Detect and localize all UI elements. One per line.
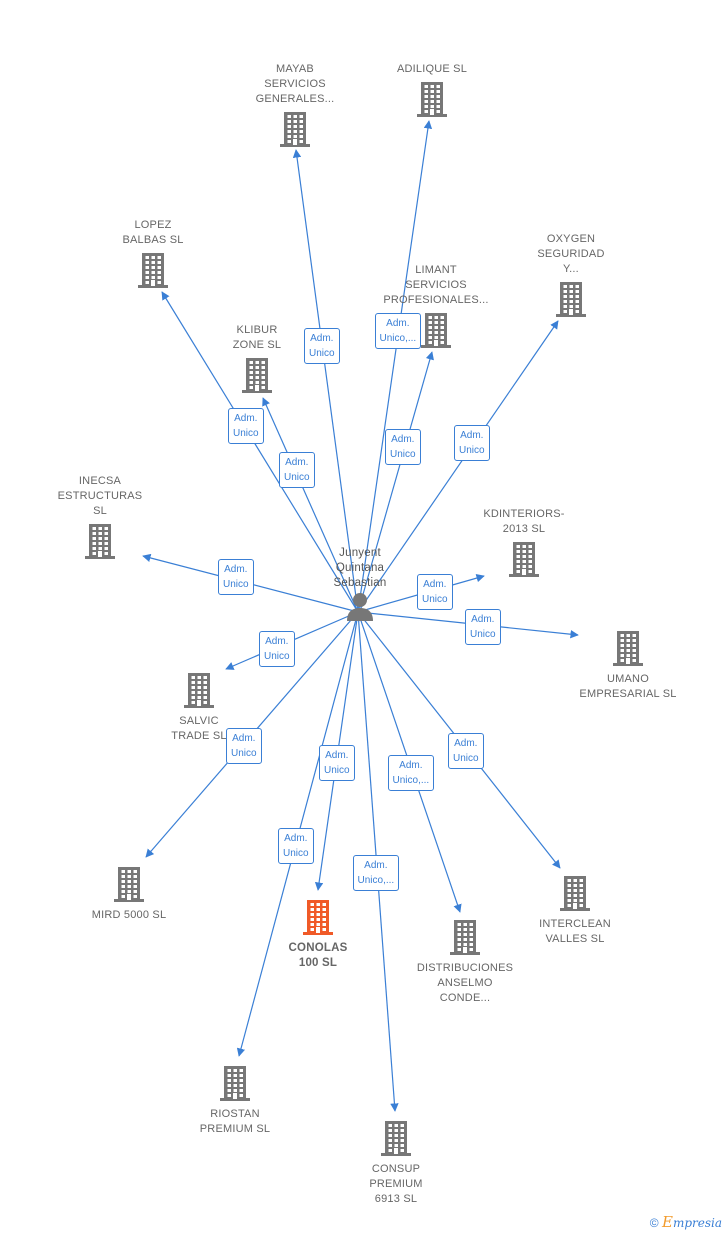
- edge-label-umano[interactable]: Adm. Unico: [465, 609, 501, 645]
- building-icon: [303, 900, 333, 935]
- company-label: INTERCLEAN VALLES SL: [539, 918, 611, 945]
- edge-label-oxygen[interactable]: Adm. Unico: [454, 425, 490, 461]
- edge-oxygen: [357, 320, 559, 613]
- building-icon: [556, 282, 586, 317]
- building-icon: [509, 542, 539, 577]
- edge-label-conolas[interactable]: Adm. Unico: [319, 745, 355, 781]
- company-label: ADILIQUE SL: [396, 63, 468, 75]
- company-node-mird[interactable]: MIRD 5000 SL: [54, 866, 204, 923]
- company-label: MAYAB SERVICIOS GENERALES...: [255, 63, 335, 105]
- company-node-umano[interactable]: UMANO EMPRESARIAL SL: [553, 630, 703, 702]
- edge-mayab: [292, 149, 359, 613]
- company-label: OXYGEN SEGURIDAD Y...: [537, 233, 605, 275]
- edge-lopez: [161, 291, 359, 613]
- company-node-salvic[interactable]: SALVIC TRADE SL: [124, 672, 274, 744]
- company-label: DISTRIBUCIONES ANSELMO CONDE...: [416, 962, 514, 1004]
- building-icon: [138, 253, 168, 288]
- company-node-oxygen[interactable]: OXYGEN SEGURIDAD Y...: [496, 232, 646, 317]
- building-icon: [421, 313, 451, 348]
- company-label: MIRD 5000 SL: [91, 909, 167, 921]
- building-icon: [242, 358, 272, 393]
- person-name: Junyent Quintana Sebastian: [333, 547, 387, 589]
- brand-mark: © Empresia: [650, 1213, 722, 1231]
- edge-label-inecsa[interactable]: Adm. Unico: [218, 559, 254, 595]
- company-label: LIMANT SERVICIOS PROFESIONALES...: [383, 264, 489, 306]
- building-icon: [450, 920, 480, 955]
- edge-klibur: [262, 397, 359, 613]
- edge-limant: [357, 351, 434, 613]
- person-node[interactable]: Junyent Quintana Sebastian: [285, 546, 435, 623]
- company-node-riostan[interactable]: RIOSTAN PREMIUM SL: [160, 1065, 310, 1137]
- edge-label-riostan[interactable]: Adm. Unico: [278, 828, 314, 864]
- building-icon: [184, 673, 214, 708]
- building-icon: [114, 867, 144, 902]
- edge-label-kdinteriors[interactable]: Adm. Unico: [417, 574, 453, 610]
- building-icon: [381, 1121, 411, 1156]
- company-label: KDINTERIORS- 2013 SL: [483, 508, 565, 535]
- company-node-klibur[interactable]: KLIBUR ZONE SL: [182, 323, 332, 393]
- company-label: CONOLAS 100 SL: [288, 942, 348, 969]
- edge-label-klibur[interactable]: Adm. Unico: [279, 452, 315, 488]
- company-node-conolas[interactable]: CONOLAS 100 SL: [243, 899, 393, 971]
- building-icon: [560, 876, 590, 911]
- company-label: KLIBUR ZONE SL: [232, 324, 282, 351]
- building-icon: [613, 631, 643, 666]
- company-label: INECSA ESTRUCTURAS SL: [57, 475, 143, 517]
- edge-label-interclean[interactable]: Adm. Unico: [448, 733, 484, 769]
- company-node-kdinteriors[interactable]: KDINTERIORS- 2013 SL: [449, 507, 599, 577]
- edge-label-distribuciones[interactable]: Adm. Unico,...: [387, 755, 435, 791]
- building-icon: [220, 1066, 250, 1101]
- company-node-adilique[interactable]: ADILIQUE SL: [357, 62, 507, 117]
- edge-label-mayab[interactable]: Adm. Unico: [304, 328, 340, 364]
- company-node-interclean[interactable]: INTERCLEAN VALLES SL: [500, 875, 650, 947]
- company-node-mayab[interactable]: MAYAB SERVICIOS GENERALES...: [220, 62, 370, 147]
- edge-label-limant[interactable]: Adm. Unico: [385, 429, 421, 465]
- company-node-limant[interactable]: LIMANT SERVICIOS PROFESIONALES...: [361, 263, 511, 348]
- person-icon: [347, 593, 373, 621]
- company-node-distribuciones[interactable]: DISTRIBUCIONES ANSELMO CONDE...: [390, 919, 540, 1006]
- edge-label-mird[interactable]: Adm. Unico: [226, 728, 262, 764]
- building-icon: [85, 524, 115, 559]
- edge-adilique: [357, 120, 433, 613]
- brand-logo-text: mpresia: [672, 1216, 722, 1230]
- brand-logo-e: E: [661, 1213, 673, 1231]
- edge-label-lopez[interactable]: Adm. Unico: [228, 408, 264, 444]
- edge-label-salvic[interactable]: Adm. Unico: [259, 631, 295, 667]
- company-label: SALVIC TRADE SL: [171, 715, 227, 742]
- company-label: LOPEZ BALBAS SL: [122, 219, 184, 246]
- company-node-consup[interactable]: CONSUP PREMIUM 6913 SL: [321, 1120, 471, 1207]
- company-label: RIOSTAN PREMIUM SL: [199, 1108, 271, 1135]
- edge-label-adilique[interactable]: Adm. Unico,...: [374, 313, 422, 349]
- building-icon: [417, 82, 447, 117]
- company-label: UMANO EMPRESARIAL SL: [579, 673, 677, 700]
- company-node-lopez[interactable]: LOPEZ BALBAS SL: [78, 218, 228, 288]
- building-icon: [280, 112, 310, 147]
- company-node-inecsa[interactable]: INECSA ESTRUCTURAS SL: [25, 474, 175, 559]
- edge-label-consup[interactable]: Adm. Unico,...: [352, 855, 400, 891]
- copyright-symbol: ©: [649, 1216, 659, 1230]
- company-label: CONSUP PREMIUM 6913 SL: [369, 1163, 423, 1205]
